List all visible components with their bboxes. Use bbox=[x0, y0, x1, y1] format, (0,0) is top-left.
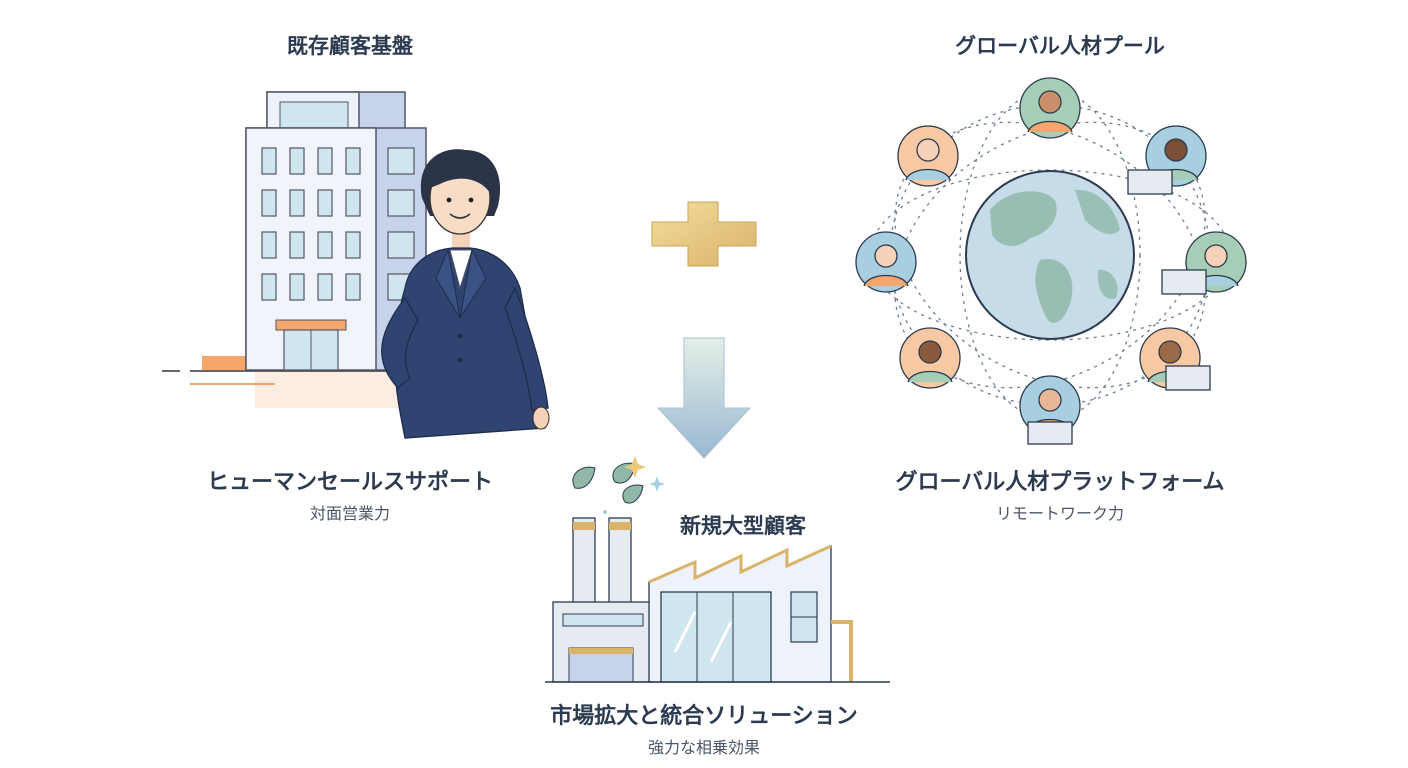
factory-illustration bbox=[545, 452, 890, 684]
market-expansion-caption: 市場拡大と統合ソリューション bbox=[550, 704, 858, 729]
building-businesswoman-illustration bbox=[160, 88, 560, 448]
plus-icon bbox=[650, 200, 758, 268]
remote-work-subcaption: リモートワーク力 bbox=[995, 504, 1124, 523]
human-sales-support-caption: ヒューマンセールスサポート bbox=[206, 470, 493, 495]
global-talent-network-illustration bbox=[840, 70, 1260, 450]
arrow-down-icon bbox=[656, 336, 752, 460]
face-to-face-sales-subcaption: 対面営業力 bbox=[309, 504, 390, 523]
global-talent-pool-heading: グローバル人材プール bbox=[955, 34, 1165, 58]
existing-customer-base-heading: 既存顧客基盤 bbox=[287, 34, 413, 58]
global-talent-platform-caption: グローバル人材プラットフォーム bbox=[895, 470, 1225, 495]
new-large-customer-heading: 新規大型顧客 bbox=[680, 514, 806, 538]
synergy-subcaption: 強力な相乗効果 bbox=[647, 738, 760, 757]
